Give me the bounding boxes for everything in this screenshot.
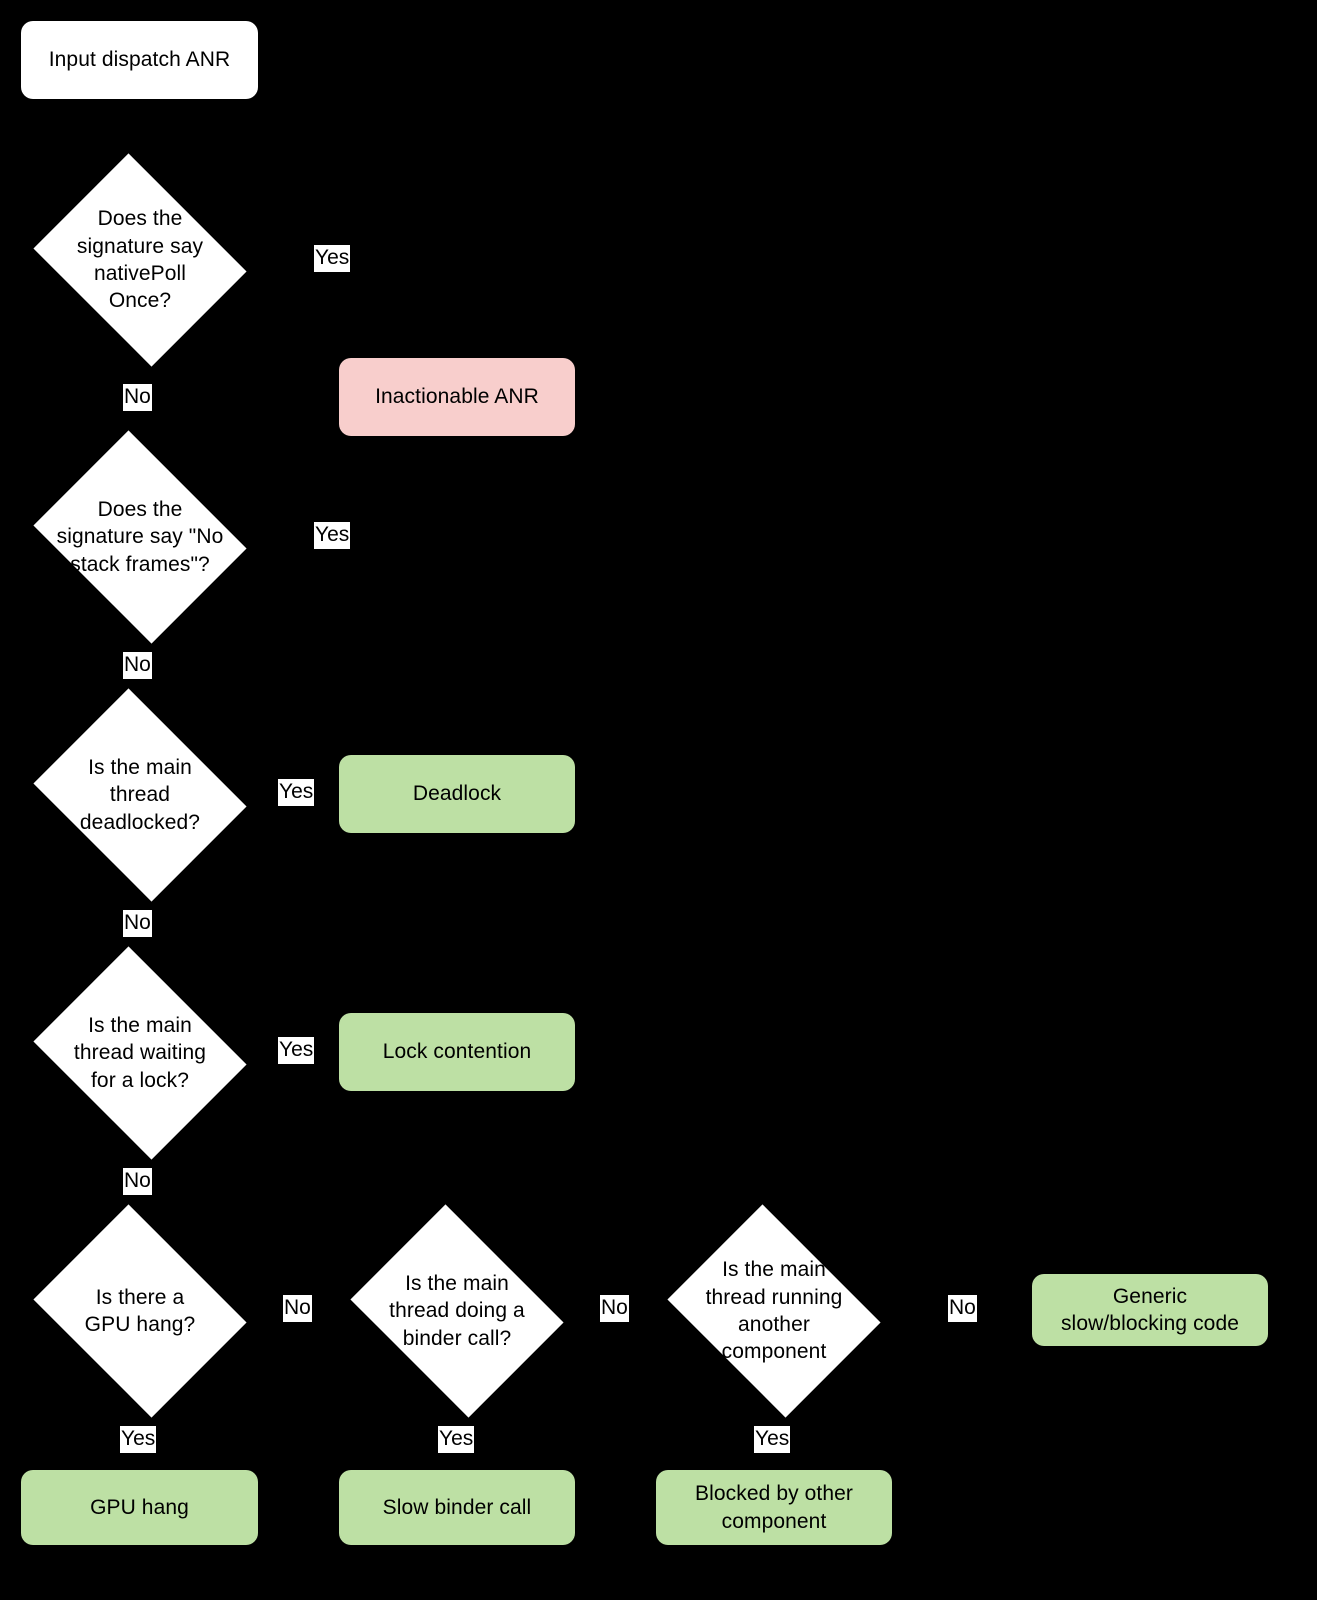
node-lock-contention[interactable]: Lock contention [339, 1013, 575, 1091]
node-deadlock[interactable]: Deadlock [339, 755, 575, 833]
edge-label-binder-call-yes: Yes [438, 1426, 475, 1453]
node-label: Is there a GPU hang? [84, 1285, 196, 1336]
node-label: Lock contention [382, 1040, 532, 1064]
edge-label-native-poll-yes: Yes [314, 245, 351, 272]
node-blocked-by-other-component[interactable]: Blocked by other component [656, 1470, 892, 1545]
arrowhead-gpu-hang-no [328, 1302, 339, 1316]
node-decision-main-thread-deadlocked[interactable]: Is the main thread deadlocked? [22, 688, 258, 902]
edge-label-waiting-lock-yes: Yes [278, 1037, 315, 1064]
edge-no-stack-frames-yes [256, 536, 340, 538]
node-label: Generic slow/blocking code [1060, 1284, 1240, 1335]
node-inactionable-anr[interactable]: Inactionable ANR [339, 358, 575, 436]
node-decision-binder-call[interactable]: Is the main thread doing a binder call? [339, 1204, 575, 1418]
edge-start-to-native-poll [139, 99, 141, 154]
edge-native-poll-yes-down [456, 259, 458, 347]
edge-label-waiting-lock-no: No [123, 1168, 152, 1195]
node-input-dispatch-anr[interactable]: Input dispatch ANR [21, 21, 258, 99]
node-label: Does the signature say "No stack frames"… [56, 498, 224, 576]
node-label: GPU hang [90, 1495, 189, 1519]
edge-label-deadlocked-yes: Yes [278, 779, 315, 806]
edge-label-deadlocked-no: No [123, 910, 152, 937]
edge-label-no-stack-frames-yes: Yes [314, 522, 351, 549]
node-decision-another-component[interactable]: Is the main thread running another compo… [656, 1204, 892, 1418]
edge-label-gpu-hang-yes: Yes [120, 1426, 157, 1453]
arrowhead-other-component-no [1020, 1302, 1031, 1316]
node-label: Input dispatch ANR [48, 48, 231, 72]
arrowhead-waiting-lock-yes [328, 1044, 339, 1058]
arrowhead-binder-call-yes [450, 1458, 464, 1469]
edge-label-other-component-yes: Yes [754, 1426, 791, 1453]
node-label: Is the main thread waiting for a lock? [73, 1014, 207, 1092]
node-label: Blocked by other component [694, 1482, 854, 1533]
node-generic-slow-blocking-code[interactable]: Generic slow/blocking code [1032, 1274, 1268, 1346]
edge-label-gpu-hang-no: No [283, 1295, 312, 1322]
node-slow-binder-call[interactable]: Slow binder call [339, 1470, 575, 1545]
node-label: Is the main thread doing a binder call? [389, 1272, 525, 1350]
arrowhead-start-to-native-poll [133, 154, 147, 165]
node-decision-gpu-hang[interactable]: Is there a GPU hang? [22, 1204, 258, 1418]
arrowhead-deadlocked-yes [328, 786, 339, 800]
node-decision-waiting-for-lock[interactable]: Is the main thread waiting for a lock? [22, 946, 258, 1160]
node-label: Inactionable ANR [375, 385, 539, 409]
edge-label-native-poll-no: No [123, 384, 152, 411]
node-label: Is the main thread deadlocked? [79, 756, 201, 834]
node-decision-native-poll-once[interactable]: Does the signature say nativePoll Once? [22, 153, 258, 367]
node-label: Slow binder call [382, 1495, 532, 1519]
edge-label-no-stack-frames-no: No [123, 652, 152, 679]
node-label: Is the main thread running another compo… [705, 1258, 843, 1364]
arrowhead-other-component-yes [766, 1458, 780, 1469]
node-label: Deadlock [412, 782, 502, 806]
arrowhead-gpu-hang-yes [133, 1458, 147, 1469]
arrowhead-binder-call-no [645, 1302, 656, 1316]
edge-label-binder-call-no: No [600, 1295, 629, 1322]
node-label: Does the signature say nativePoll Once? [76, 207, 204, 313]
edge-label-other-component-no: No [948, 1295, 977, 1322]
edge-native-poll-yes [258, 259, 458, 261]
node-decision-no-stack-frames[interactable]: Does the signature say "No stack frames"… [22, 430, 258, 644]
arrowhead-native-poll-yes [450, 347, 464, 358]
node-gpu-hang[interactable]: GPU hang [21, 1470, 258, 1545]
